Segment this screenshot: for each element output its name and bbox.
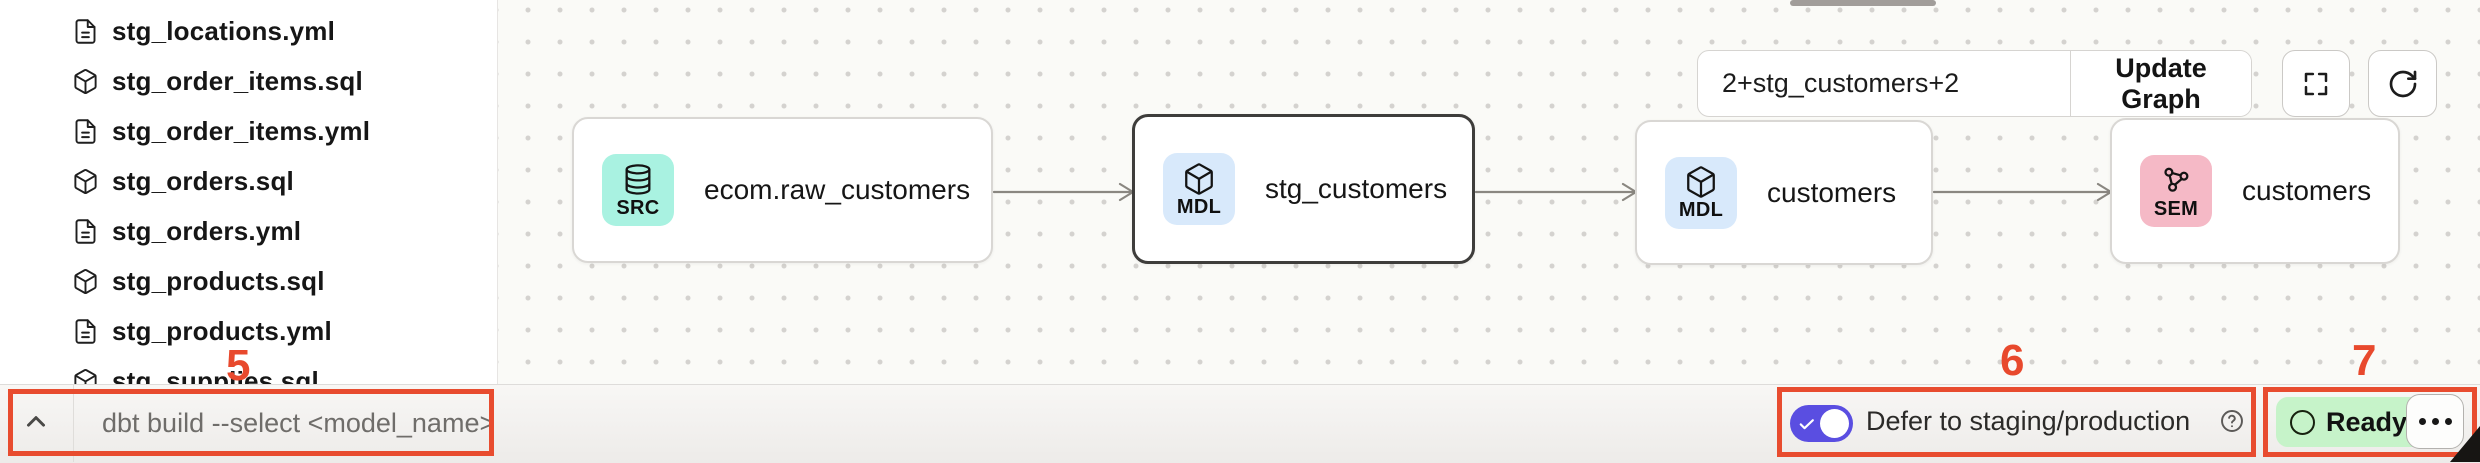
file-doc-icon	[75, 118, 96, 144]
file-name: stg_locations.yml	[112, 15, 336, 46]
file-name: stg_products.sql	[112, 265, 325, 296]
database-icon	[625, 163, 651, 195]
node-label: ecom.raw_customers	[704, 174, 971, 205]
tree-item-stg-products-sql[interactable]: stg_products.sql	[0, 258, 497, 304]
semantic-badge: SEM	[2140, 155, 2212, 227]
file-name: stg_order_items.sql	[112, 65, 363, 96]
defer-toggle[interactable]	[1790, 405, 1853, 442]
cube-icon	[1687, 166, 1715, 198]
model-badge: MDL	[1163, 153, 1235, 225]
badge-label: MDL	[1176, 195, 1222, 218]
file-name: stg_order_items.yml	[112, 115, 371, 146]
file-doc-icon	[75, 318, 96, 344]
refresh-icon	[2389, 70, 2416, 97]
model-cube-icon	[74, 68, 97, 94]
update-graph-button[interactable]: Update Graph	[2070, 51, 2251, 116]
more-options-icon	[2418, 418, 2426, 425]
selector-input[interactable]	[1698, 51, 2070, 116]
source-badge: SRC	[602, 154, 674, 226]
tree-item-stg-products-yml[interactable]: stg_products.yml	[0, 308, 497, 354]
defer-label: Defer to staging/production	[1866, 406, 2191, 436]
file-name: stg_orders.yml	[112, 215, 302, 246]
lineage-node-stg-customers[interactable]: MDL stg_customers	[1132, 114, 1475, 264]
node-label: customers	[2242, 175, 2372, 206]
badge-label: SEM	[2153, 197, 2199, 220]
file-name: stg_orders.sql	[112, 165, 294, 196]
lineage-node-customers-semantic[interactable]: SEM customers	[2110, 118, 2400, 264]
lineage-node-source[interactable]: SRC ecom.raw_customers	[572, 117, 993, 263]
file-name: stg_supplies.sql	[112, 365, 319, 385]
dbt-command-input[interactable]	[100, 392, 864, 454]
status-badge[interactable]: Ready	[2276, 397, 2430, 447]
tree-item-stg-supplies-sql[interactable]: stg_supplies.sql	[0, 358, 497, 384]
tree-item-stg-orders-yml[interactable]: stg_orders.yml	[0, 208, 497, 254]
badge-label: MDL	[1678, 199, 1724, 221]
tree-item-stg-order-items-sql[interactable]: stg_order_items.sql	[0, 58, 497, 104]
graph-selector-group: Update Graph	[1697, 50, 2252, 117]
toggle-knob	[1820, 409, 1849, 438]
model-badge: MDL	[1665, 156, 1737, 229]
model-cube-icon	[74, 368, 97, 384]
file-doc-icon	[75, 18, 96, 44]
collapse-panel-button[interactable]	[14, 402, 58, 442]
status-label: Ready	[2326, 406, 2408, 437]
fullscreen-icon	[2304, 72, 2328, 95]
chevron-up-icon	[27, 416, 45, 427]
help-icon[interactable]	[2219, 408, 2245, 434]
semantic-model-icon	[2164, 167, 2189, 192]
horizontal-scrollbar[interactable]	[1790, 0, 1936, 6]
node-label: customers	[1767, 176, 1897, 208]
fullscreen-button[interactable]	[2282, 50, 2350, 117]
model-cube-icon	[74, 168, 97, 194]
tree-item-stg-locations-yml[interactable]: stg_locations.yml	[0, 8, 497, 54]
file-doc-icon	[75, 218, 96, 244]
file-tree-panel[interactable]: stg_locations.yml stg_order_items.sql st…	[0, 0, 498, 384]
badge-label: SRC	[616, 196, 660, 219]
lineage-node-customers-model[interactable]: MDL customers	[1635, 120, 1933, 265]
tree-item-stg-order-items-yml[interactable]: stg_order_items.yml	[0, 108, 497, 154]
node-label: stg_customers	[1265, 173, 1448, 204]
cube-icon	[1185, 162, 1213, 195]
command-bar-divider	[73, 385, 74, 462]
tree-item-stg-orders-sql[interactable]: stg_orders.sql	[0, 158, 497, 204]
status-circle-icon	[2290, 409, 2315, 435]
file-name: stg_products.yml	[112, 315, 332, 346]
cursor-artifact	[2450, 426, 2480, 462]
check-icon	[1799, 419, 1814, 430]
refresh-button[interactable]	[2368, 50, 2437, 117]
model-cube-icon	[74, 268, 97, 294]
